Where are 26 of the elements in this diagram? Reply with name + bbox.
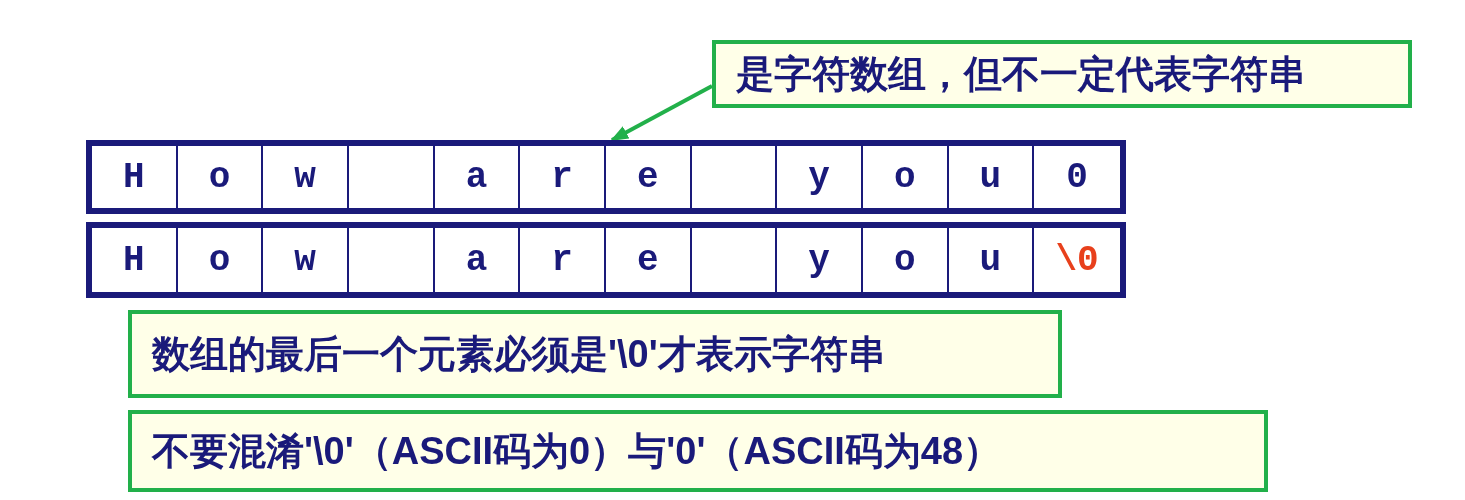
array-cell: \0 (1034, 228, 1120, 292)
array-cell: H (92, 228, 178, 292)
array-cell: e (605, 146, 692, 208)
array-cell: o (862, 228, 949, 292)
array-cell: o (177, 146, 264, 208)
array-cell: u (948, 146, 1035, 208)
array-cell: w (263, 146, 349, 208)
char-array (86, 140, 1126, 214)
array-cell: 0 (1034, 146, 1120, 208)
array-cell: w (263, 228, 349, 292)
array-cell: a (434, 228, 521, 292)
array-cell: e (605, 228, 692, 292)
array-cell: u (948, 228, 1035, 292)
array-cell: o (177, 228, 264, 292)
note-box: 数组的最后一个元素必须是'\0'才表示字符串 (128, 310, 1062, 398)
array-cell: H (92, 146, 178, 208)
array-cell: y (777, 228, 863, 292)
array-cell: r (520, 228, 606, 292)
arrow (610, 84, 713, 142)
array-cell: o (862, 146, 949, 208)
array-cell: y (777, 146, 863, 208)
callout-box: 是字符数组，但不一定代表字符串 (712, 40, 1412, 108)
array-cell: r (520, 146, 606, 208)
array-cell: a (434, 146, 521, 208)
note-box: 不要混淆'\0'（ASCII码为0）与'0'（ASCII码为48） (128, 410, 1268, 492)
char-array (86, 222, 1126, 298)
